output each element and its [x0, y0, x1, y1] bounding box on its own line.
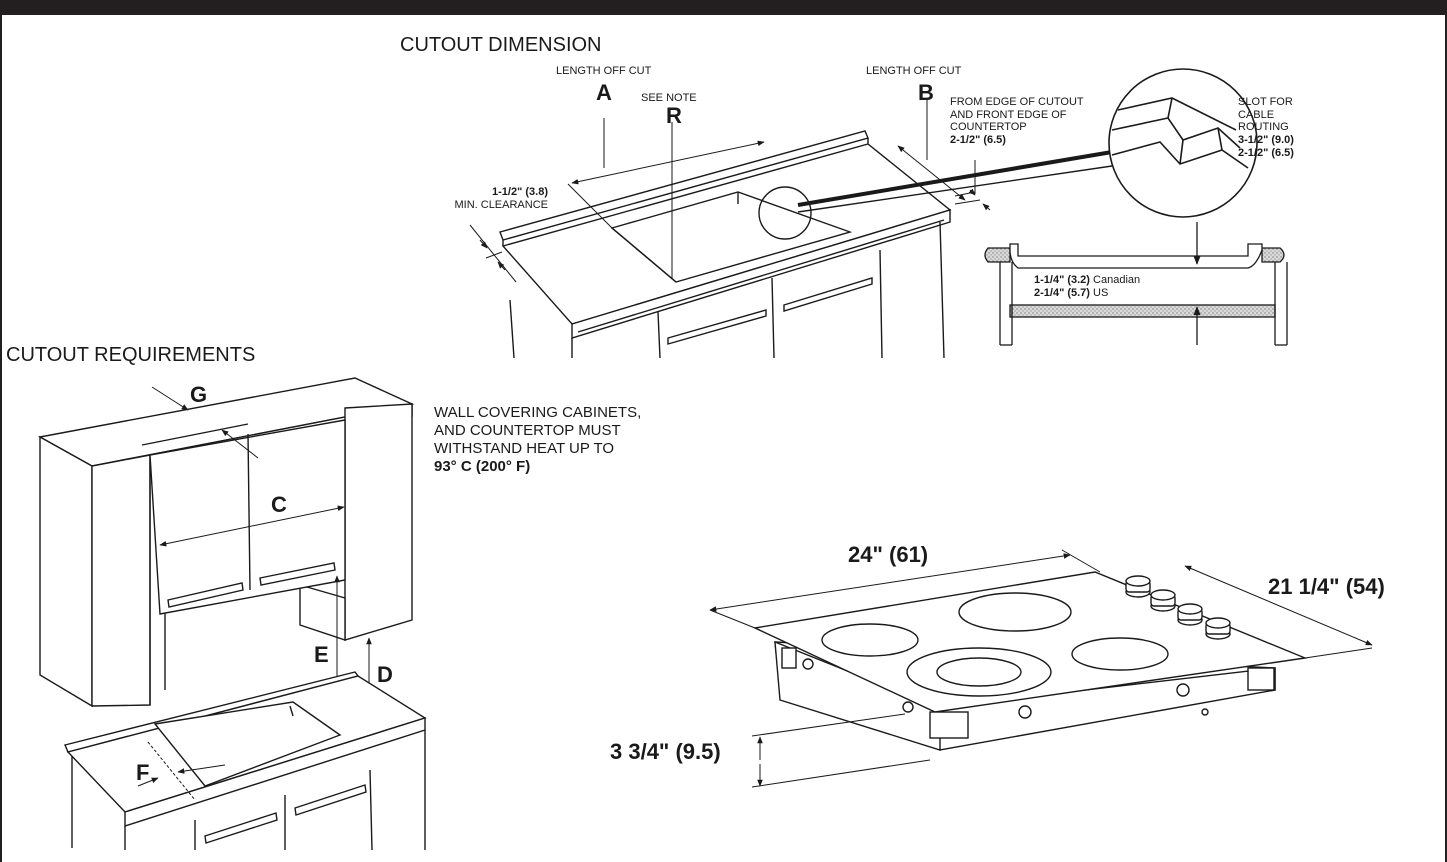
slot-note: SLOT FOR CABLE ROUTING 3-1/2" (9.0) 2-1/…: [1238, 96, 1294, 159]
letter-a-label: A: [596, 80, 612, 105]
heat-resistance-note: WALL COVERING CABINETS, AND COUNTERTOP M…: [434, 404, 641, 476]
us-depth-label: US: [1093, 286, 1109, 299]
length-off-cut-a-label: LENGTH OFF CUT: [556, 65, 652, 77]
edge-clearance-note: FROM EDGE OF CUTOUT AND FRONT EDGE OF CO…: [950, 96, 1084, 147]
dimension-b-line: [897, 100, 966, 201]
us-depth-value: 2-1/4" (5.7): [1034, 286, 1090, 299]
edge-note-line-2: AND FRONT EDGE OF: [950, 108, 1067, 121]
edge-note-line-1: FROM EDGE OF CUTOUT: [950, 96, 1084, 108]
wall-note-line-4: 93° C (200° F): [434, 458, 531, 475]
cutout-dimension-heading: CUTOUT DIMENSION: [400, 34, 602, 56]
wall-note-line-2: AND COUNTERTOP MUST: [434, 422, 621, 439]
canadian-depth-label: Canadian: [1093, 274, 1141, 286]
cutout-requirements-heading: CUTOUT REQUIREMENTS: [6, 344, 256, 366]
edge-note-line-3: COUNTERTOP: [950, 121, 1027, 134]
min-clearance-value: 1-1/2" (3.8): [492, 186, 548, 198]
slot-note-value-2: 2-1/2" (6.5): [1238, 146, 1294, 159]
letter-d-label: D: [377, 662, 393, 687]
slot-note-line-2: CABLE: [1238, 108, 1275, 121]
length-off-cut-b-label: LENGTH OFF CUT: [866, 65, 962, 77]
canadian-depth-value: 1-1/4" (3.2): [1034, 274, 1090, 286]
min-clearance-text: MIN. CLEARANCE: [454, 198, 548, 211]
dimension-a-line: [567, 118, 765, 278]
left-frame-border: [0, 15, 2, 862]
dimension-g-arrow: [151, 386, 259, 459]
letter-f-label: F: [136, 760, 150, 785]
cooktop-depth-dimension: 21 1/4" (54): [1268, 574, 1385, 599]
wall-note-line-3: WITHSTAND HEAT UP TO: [434, 440, 615, 457]
top-title-bar: [0, 0, 1447, 15]
wall-note-line-1: WALL COVERING CABINETS,: [434, 404, 642, 421]
countertop-cutout-drawing: [499, 130, 1113, 359]
letter-e-label: E: [314, 642, 329, 667]
letter-r-label: R: [666, 103, 682, 128]
letter-c-label: C: [271, 492, 287, 517]
cooktop-height-dimension: 3 3/4" (9.5): [610, 739, 721, 764]
slot-note-value-1: 3-1/2" (9.0): [1238, 133, 1294, 146]
slot-note-line-3: ROUTING: [1238, 121, 1289, 134]
cooktop-width-dimension: 24" (61): [848, 542, 929, 567]
cooktop-dimension-lines: [709, 549, 1373, 788]
dimension-f-line: [147, 741, 196, 801]
right-frame-border: [1445, 15, 1447, 862]
letter-b-label: B: [918, 80, 934, 105]
canadian-depth-row: 1-1/4" (3.2) Canadian: [1034, 274, 1140, 287]
letter-g-label: G: [190, 382, 208, 407]
wall-cabinets-drawing: [37, 377, 415, 708]
us-depth-row: 2-1/4" (5.7) US: [1034, 287, 1140, 300]
clearance-dimension-line: [469, 224, 517, 283]
slot-note-line-1: SLOT FOR: [1238, 96, 1293, 108]
edge-note-value: 2-1/2" (6.5): [950, 133, 1006, 146]
edge-clearance-arrows: [954, 160, 991, 211]
min-clearance-note: 1-1/2" (3.8) MIN. CLEARANCE: [440, 186, 548, 211]
countertop-cross-section: [984, 222, 1288, 346]
dimension-f-arrows: [137, 764, 226, 787]
slot-detail-circle: [1108, 68, 1258, 218]
see-note-label: SEE NOTE: [641, 92, 697, 104]
cutout-depth-note: 1-1/4" (3.2) Canadian 2-1/4" (5.7) US: [1034, 274, 1140, 299]
dimension-c-line: [159, 505, 345, 547]
